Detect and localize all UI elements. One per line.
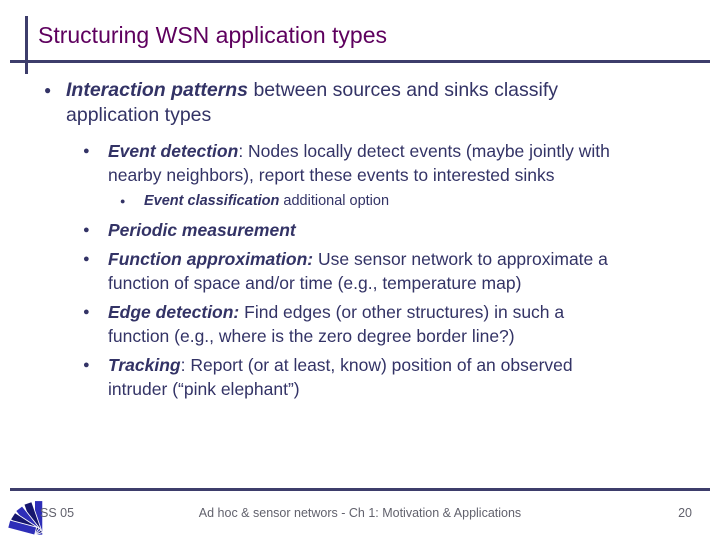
- title-vertical-rule: [25, 16, 28, 74]
- bullet-lead: Event detection: [108, 141, 239, 161]
- bullet-edge-detection: ● Edge detection: Find edges (or other s…: [78, 300, 720, 348]
- bullet-function-approximation: ● Function approximation: Use sensor net…: [78, 247, 720, 295]
- bullet-lead: Periodic measurement: [108, 220, 296, 240]
- footer-course-label: Ad hoc & sensor networs - Ch 1: Motivati…: [198, 506, 522, 520]
- bullet-icon: ●: [44, 83, 52, 97]
- bullet-icon: ●: [83, 359, 90, 371]
- bullet-text: Function approximation: Use sensor netwo…: [108, 247, 608, 295]
- bullet-icon: ●: [83, 253, 90, 265]
- bullet-rest: additional option: [279, 193, 390, 209]
- bullet-lead: Edge detection:: [108, 302, 240, 322]
- bullet-tracking: ● Tracking: Report (or at least, know) p…: [78, 353, 720, 401]
- bullet-icon: ●: [83, 306, 90, 318]
- bullet-interaction-patterns: ● Interaction patterns between sources a…: [40, 78, 720, 128]
- footer-page-number: 20: [678, 506, 692, 520]
- bullet-icon: ●: [83, 145, 90, 157]
- bullet-rest: : Report (or at least, know) position of…: [108, 355, 573, 399]
- bullet-text: Event classification additional option: [144, 192, 389, 211]
- title-horizontal-rule: [10, 60, 710, 63]
- bullet-lead: Function approximation:: [108, 249, 314, 269]
- bullet-text: Edge detection: Find edges (or other str…: [108, 300, 564, 348]
- bullet-rest: Find edges (or other structures) in such…: [108, 302, 565, 346]
- bullet-lead: Event classification: [144, 193, 280, 209]
- bullet-icon: ●: [83, 224, 90, 236]
- bullet-lead: Tracking: [108, 355, 181, 375]
- bullet-text: Interaction patterns between sources and…: [66, 78, 558, 128]
- bullet-text: Event detection: Nodes locally detect ev…: [108, 139, 610, 187]
- bullet-event-classification: ● Event classification additional option: [116, 192, 720, 211]
- slide-title: Structuring WSN application types: [38, 22, 387, 48]
- bullet-text: Periodic measurement: [108, 218, 296, 242]
- bullet-event-detection: ● Event detection: Nodes locally detect …: [78, 139, 720, 187]
- footer-semester-label: SS 05: [40, 506, 75, 520]
- bullet-rest: : Nodes locally detect events (maybe joi…: [108, 141, 610, 185]
- bullet-icon: ●: [120, 196, 126, 206]
- slide-body: ● Interaction patterns between sources a…: [0, 78, 720, 406]
- bullet-text: Tracking: Report (or at least, know) pos…: [108, 353, 573, 401]
- footer-rule: [10, 488, 710, 491]
- bullet-lead: Interaction patterns: [66, 79, 249, 101]
- bullet-periodic-measurement: ● Periodic measurement: [78, 218, 720, 242]
- university-logo-icon: [7, 500, 44, 536]
- bullet-rest: between sources and sinks classify appli…: [66, 79, 559, 126]
- bullet-rest: Use sensor network to approximate a func…: [108, 249, 608, 293]
